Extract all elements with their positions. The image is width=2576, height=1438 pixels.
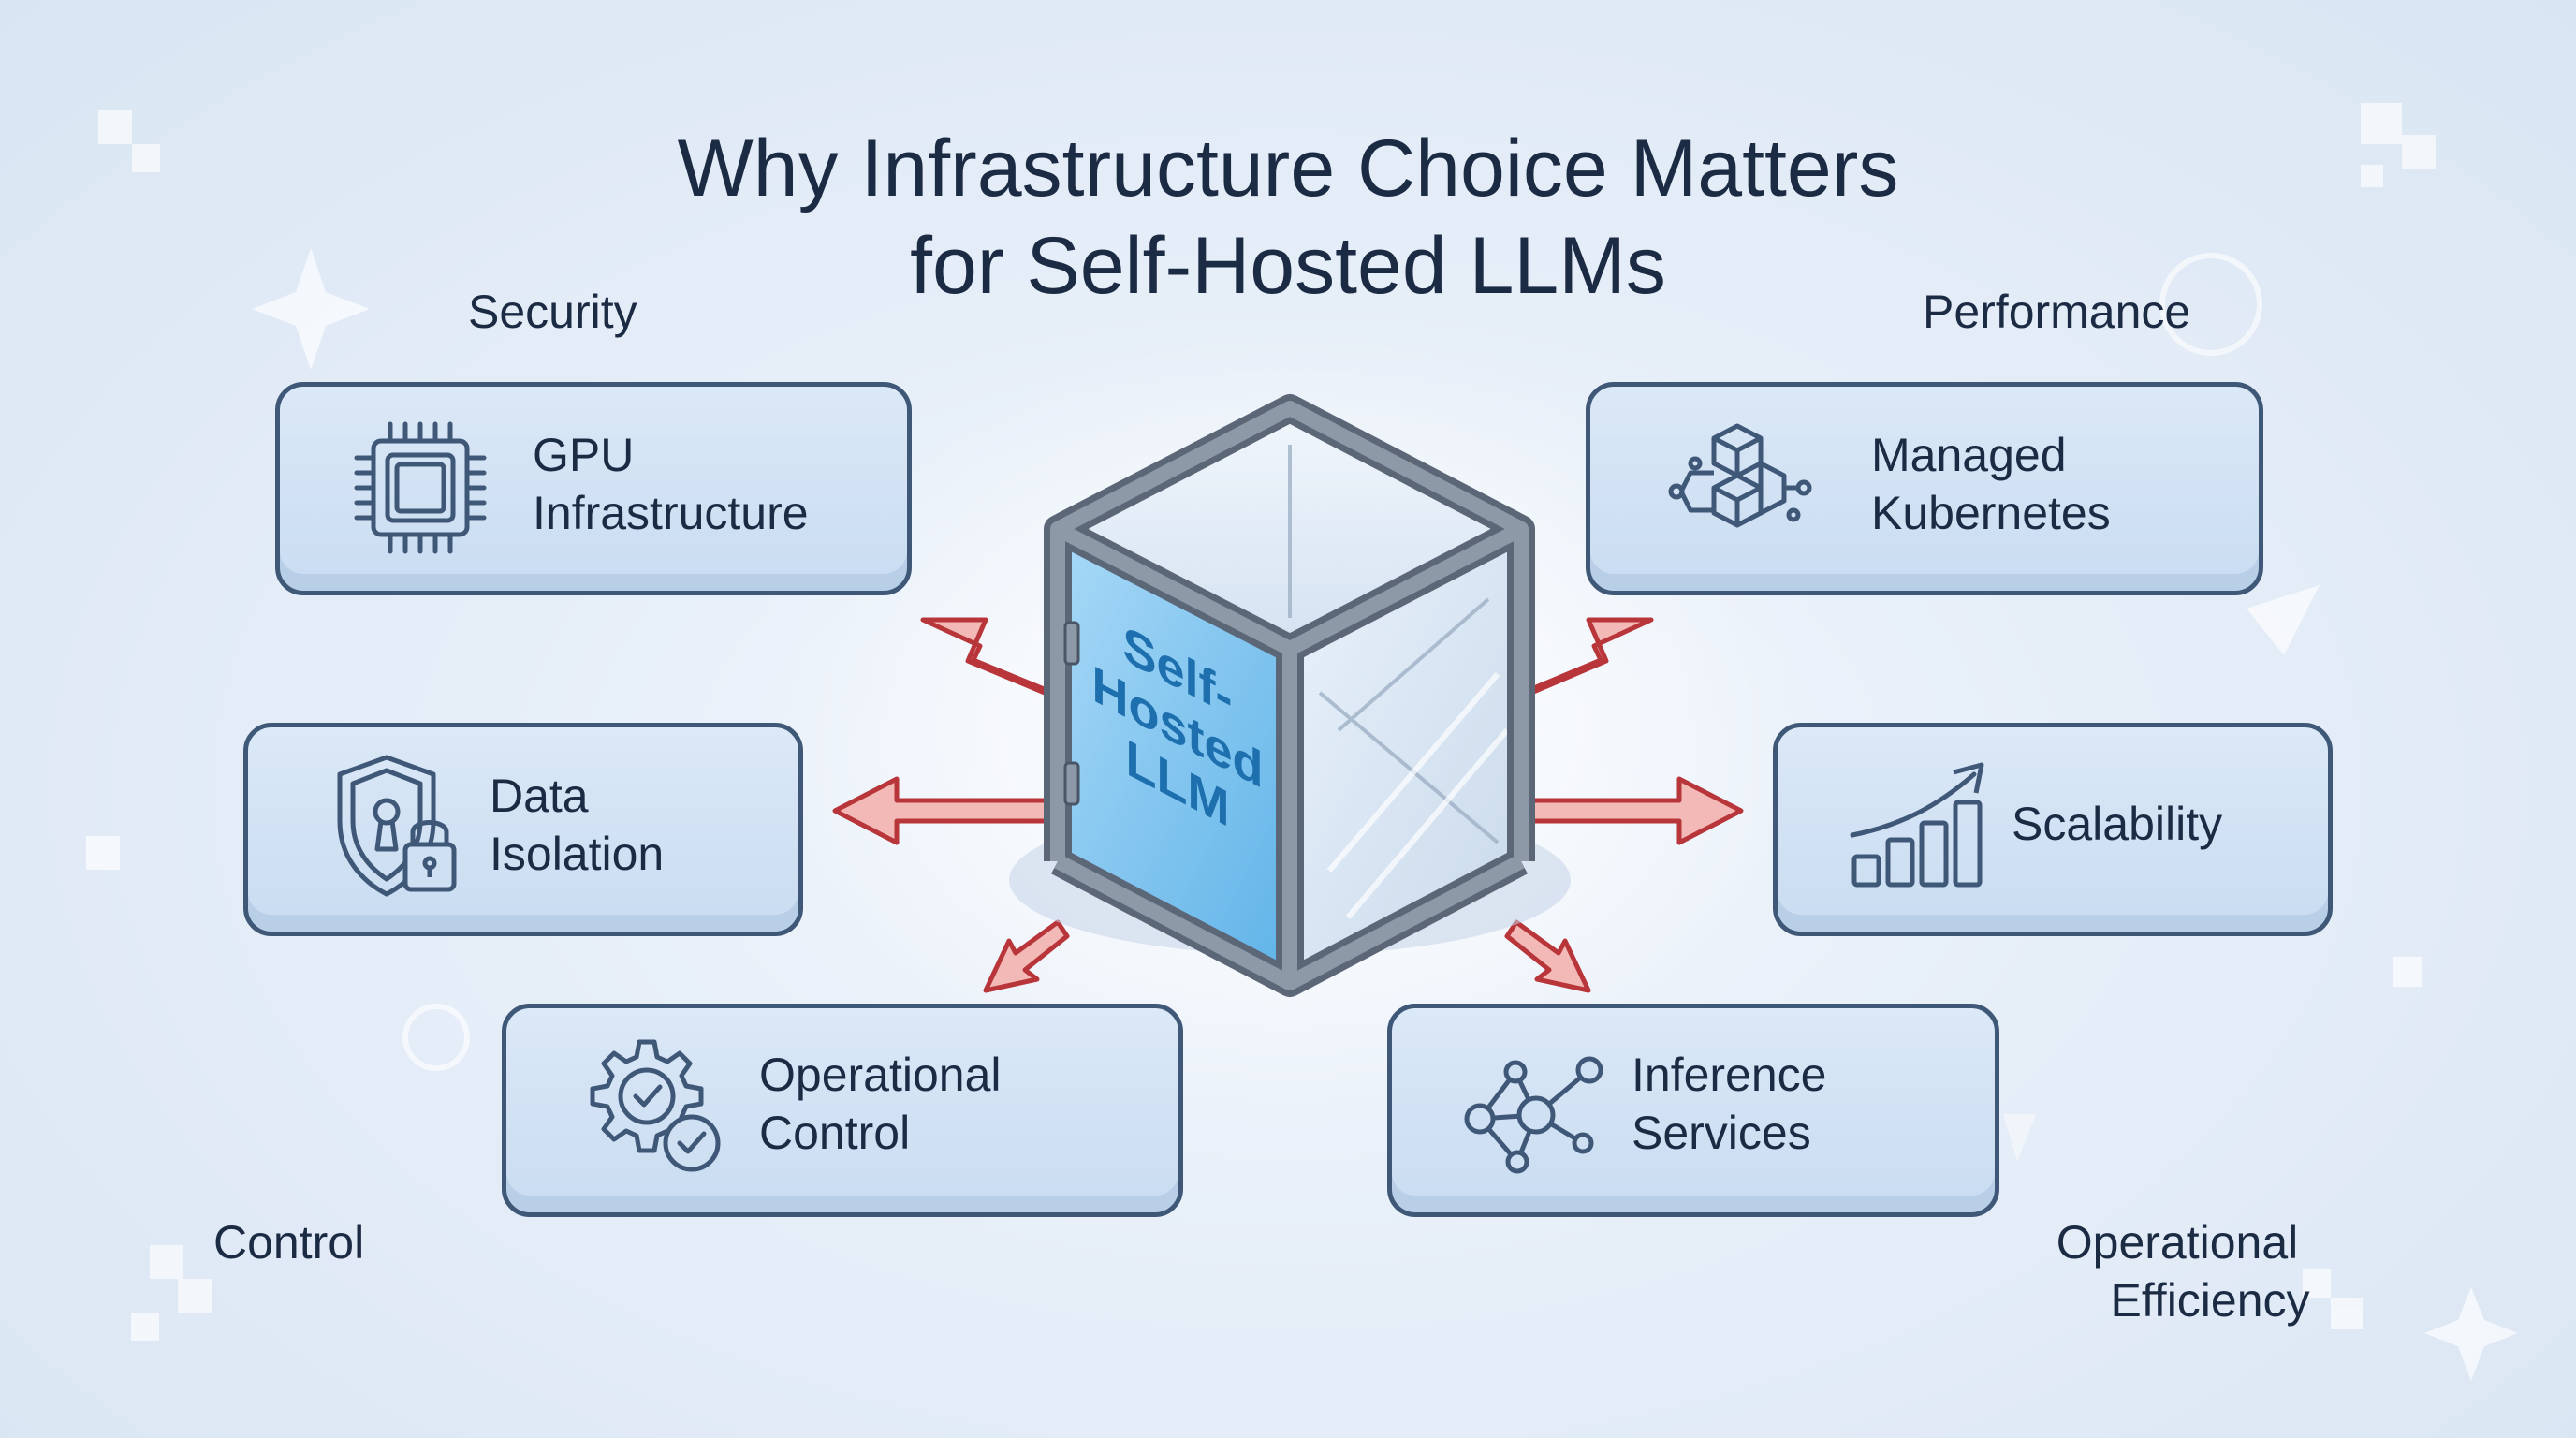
card-gpu-infrastructure[interactable]: GPU Infrastructure: [275, 382, 912, 595]
page-title: Why Infrastructure Choice Matters for Se…: [0, 120, 2576, 315]
page-title-line1: Why Infrastructure Choice Matters: [677, 123, 1899, 213]
card-operational-control-line2: Control: [759, 1107, 911, 1159]
card-managed-kubernetes[interactable]: Managed Kubernetes: [1586, 382, 2263, 595]
card-kubernetes-label: Managed Kubernetes: [1871, 426, 2111, 542]
arrow-up-right: [1515, 617, 1654, 698]
card-scalability[interactable]: Scalability: [1773, 723, 2333, 936]
sparkle-icon: [2424, 1287, 2518, 1381]
arrow-up-left: [920, 617, 1061, 698]
shield-lock-icon: [337, 755, 457, 897]
card-scalability-label: Scalability: [2012, 798, 2223, 850]
cube-right-face: [1290, 529, 1521, 983]
card-operational-control-line1: Operational: [759, 1049, 1002, 1101]
card-gpu-label: GPU Infrastructure: [533, 426, 809, 542]
category-efficiency-line1: Operational: [2056, 1216, 2299, 1269]
gear-check-icon: [590, 1039, 721, 1172]
cubes-network-icon: [1668, 423, 1812, 528]
card-inference-label: Inference Services: [1632, 1046, 1826, 1162]
card-gpu-line2: Infrastructure: [533, 487, 809, 539]
arrow-down-right: [1504, 919, 1591, 993]
chip-icon: [354, 421, 487, 554]
category-efficiency-line2: Efficiency: [2110, 1274, 2310, 1327]
card-operational-control-label: Operational Control: [759, 1046, 1002, 1162]
arrow-left: [832, 776, 1059, 845]
sparkle-icon: [252, 248, 370, 370]
growth-chart-icon: [1850, 762, 1984, 888]
card-kubernetes-line2: Kubernetes: [1871, 487, 2111, 539]
card-data-isolation-line1: Data: [490, 770, 589, 822]
category-security: Security: [468, 286, 637, 338]
card-inference-services[interactable]: Inference Services: [1387, 1004, 1999, 1217]
card-data-isolation[interactable]: Data Isolation: [243, 723, 803, 936]
network-nodes-icon: [1464, 1056, 1603, 1174]
category-performance: Performance: [1923, 286, 2191, 338]
cube-left-face: [1058, 529, 1290, 983]
card-inference-line2: Services: [1632, 1107, 1811, 1159]
card-data-isolation-label: Data Isolation: [490, 767, 664, 883]
page-title-line2: for Self-Hosted LLMs: [910, 220, 1666, 311]
card-gpu-line1: GPU: [533, 429, 635, 481]
card-kubernetes-line1: Managed: [1871, 429, 2067, 481]
arrow-right: [1517, 776, 1744, 845]
arrow-down-left: [983, 919, 1070, 993]
self-hosted-llm-cube: Self- Hosted LLM: [1009, 394, 1571, 997]
card-inference-line1: Inference: [1632, 1049, 1827, 1101]
card-data-isolation-line2: Isolation: [490, 828, 665, 880]
category-operational-efficiency: Operational Efficiency: [2037, 1213, 2318, 1329]
category-control: Control: [213, 1216, 365, 1269]
card-operational-control[interactable]: Operational Control: [502, 1004, 1183, 1217]
